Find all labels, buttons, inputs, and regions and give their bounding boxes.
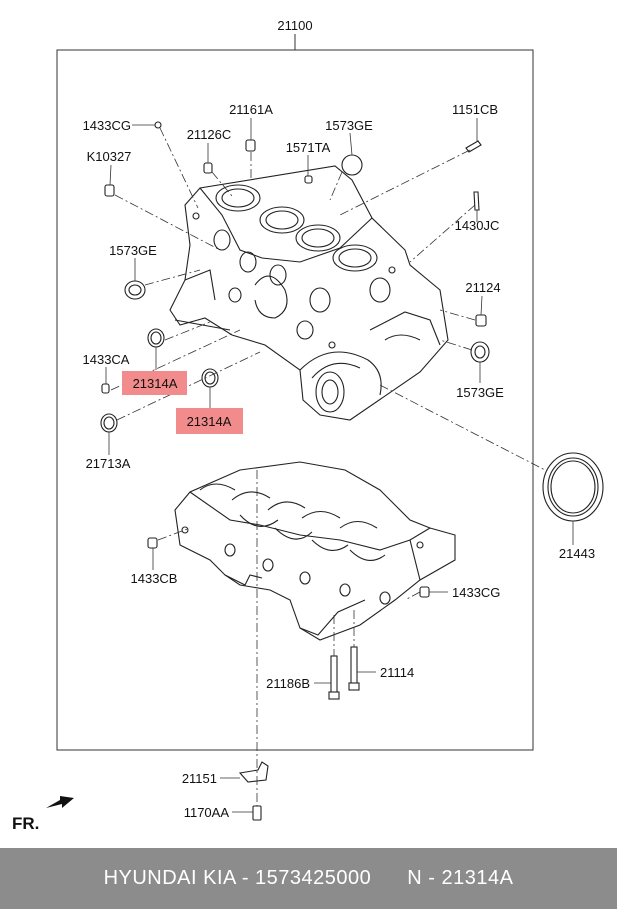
- label-K10327: K10327: [87, 149, 132, 164]
- exploded-parts-diagram: 21100 1433CG 21161A 1151CB 21126C 1573GE…: [12, 18, 604, 833]
- lower-crankcase: [174, 461, 456, 641]
- label-21443: 21443: [559, 546, 595, 561]
- label-21100: 21100: [277, 18, 312, 33]
- label-21151: 21151: [182, 771, 217, 786]
- front-arrow-icon: [46, 796, 74, 808]
- cylinder-block-upper: [169, 165, 449, 421]
- highlight-box-a: [122, 371, 187, 395]
- cap-1573GE-top: [341, 154, 363, 176]
- label-1433CA: 1433CA: [83, 352, 130, 367]
- plug-1433CG-top: [154, 121, 162, 129]
- plug-1571TA: [304, 175, 313, 184]
- dowel-21161A: [245, 139, 256, 152]
- label-1170AA: 1170AA: [184, 805, 230, 820]
- label-21314A-b: 21314A: [187, 414, 232, 429]
- plug-1433CG-bottom: [419, 586, 430, 598]
- dowel-21126C: [203, 162, 213, 174]
- cap-1573GE-right: [470, 341, 490, 363]
- label-21314A-a: 21314A: [133, 376, 178, 391]
- bolt-21114: [350, 646, 358, 688]
- label-1151CB: 1151CB: [452, 102, 498, 117]
- part-labels: 21100 1433CG 21161A 1151CB 21126C 1573GE…: [83, 18, 596, 820]
- footer-brand-part: HYUNDAI KIA - 1573425000: [103, 867, 372, 889]
- front-direction-label: FR.: [12, 814, 39, 833]
- label-21126C: 21126C: [187, 127, 232, 142]
- bolt-1170AA: [252, 805, 262, 821]
- label-21124: 21124: [465, 280, 500, 295]
- label-1430JC: 1430JC: [455, 218, 500, 233]
- label-21161A: 21161A: [229, 102, 273, 117]
- bracket-21151: [238, 761, 269, 783]
- footer-position: N - 21314A: [407, 867, 514, 889]
- leader-lines: [105, 118, 574, 813]
- label-1573GE-left: 1573GE: [109, 243, 157, 258]
- bolt-21186B: [330, 655, 338, 697]
- label-21713A: 21713A: [86, 456, 131, 471]
- label-1571TA: 1571TA: [286, 140, 331, 155]
- pin-1430JC: [473, 191, 480, 211]
- cap-1573GE-left: [124, 280, 146, 300]
- pin-21124: [475, 314, 487, 327]
- highlight-box-b: [176, 408, 243, 434]
- assembly-centerlines: [110, 127, 546, 806]
- label-1573GE-top: 1573GE: [325, 118, 373, 133]
- pin-K10327: [104, 184, 115, 197]
- dowel-1433CB: [147, 537, 158, 549]
- label-1573GE-right: 1573GE: [456, 385, 504, 400]
- label-21114: 21114: [380, 665, 414, 680]
- label-1433CG-bottom: 1433CG: [452, 585, 500, 600]
- rear-oil-seal-21443: [542, 452, 604, 522]
- label-1433CG-top: 1433CG: [83, 118, 131, 133]
- label-1433CB: 1433CB: [131, 571, 178, 586]
- plug-1433CA: [101, 383, 110, 394]
- label-21186B: 21186B: [266, 676, 310, 691]
- part-number-footer: HYUNDAI KIA - 1573425000 N - 21314A: [0, 848, 617, 909]
- bolt-1151CB: [465, 140, 482, 153]
